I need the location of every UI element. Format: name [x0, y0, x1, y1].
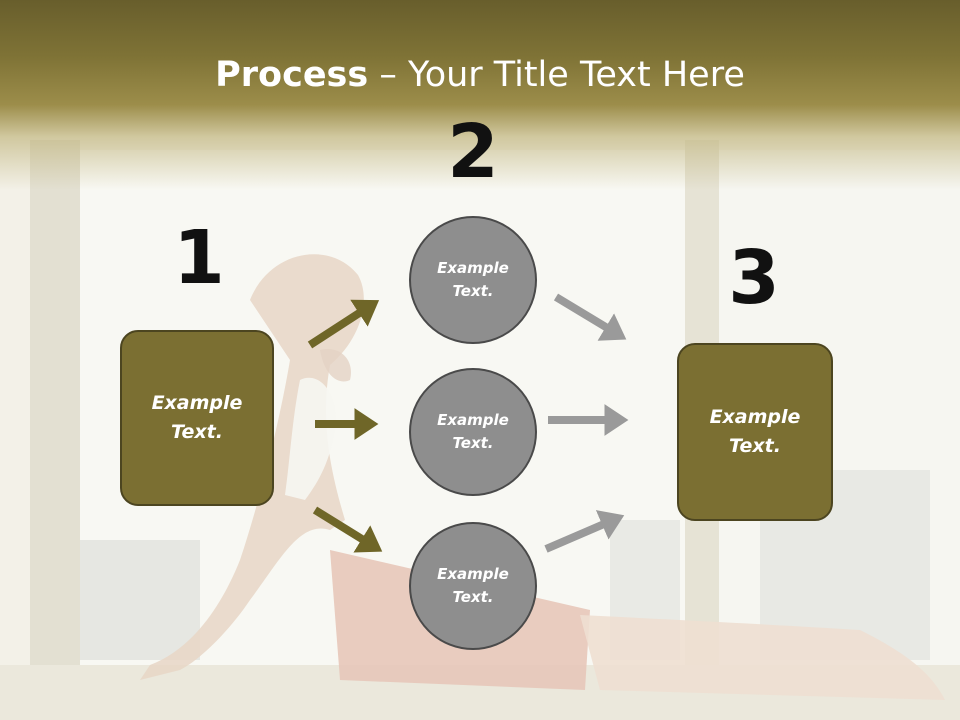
- title-band: [0, 0, 960, 190]
- circle-text-line2: Text.: [452, 282, 494, 300]
- step-number-2: 2: [447, 109, 499, 195]
- step-number-3: 3: [728, 235, 780, 321]
- step-3-box[interactable]: Example Text.: [677, 343, 833, 521]
- title-rest: – Your Title Text Here: [368, 55, 745, 95]
- circle-text-line1: Example: [437, 411, 509, 429]
- step-2-circle-middle[interactable]: Example Text.: [409, 368, 537, 496]
- circle-text-line2: Text.: [452, 588, 494, 606]
- slide-title[interactable]: Process – Your Title Text Here: [0, 54, 960, 96]
- step-2-circle-top[interactable]: Example Text.: [409, 216, 537, 344]
- step-number-1: 1: [173, 215, 225, 301]
- circle-text-line2: Text.: [452, 434, 494, 452]
- circle-text-line1: Example: [437, 259, 509, 277]
- step-1-box[interactable]: Example Text.: [120, 330, 274, 506]
- title-bold: Process: [215, 55, 369, 95]
- box-text-line2: Text.: [729, 435, 781, 457]
- step-2-circle-bottom[interactable]: Example Text.: [409, 522, 537, 650]
- box-text-line1: Example: [151, 392, 243, 414]
- box-text-line1: Example: [709, 406, 801, 428]
- circle-text-line1: Example: [437, 565, 509, 583]
- box-text-line2: Text.: [171, 421, 223, 443]
